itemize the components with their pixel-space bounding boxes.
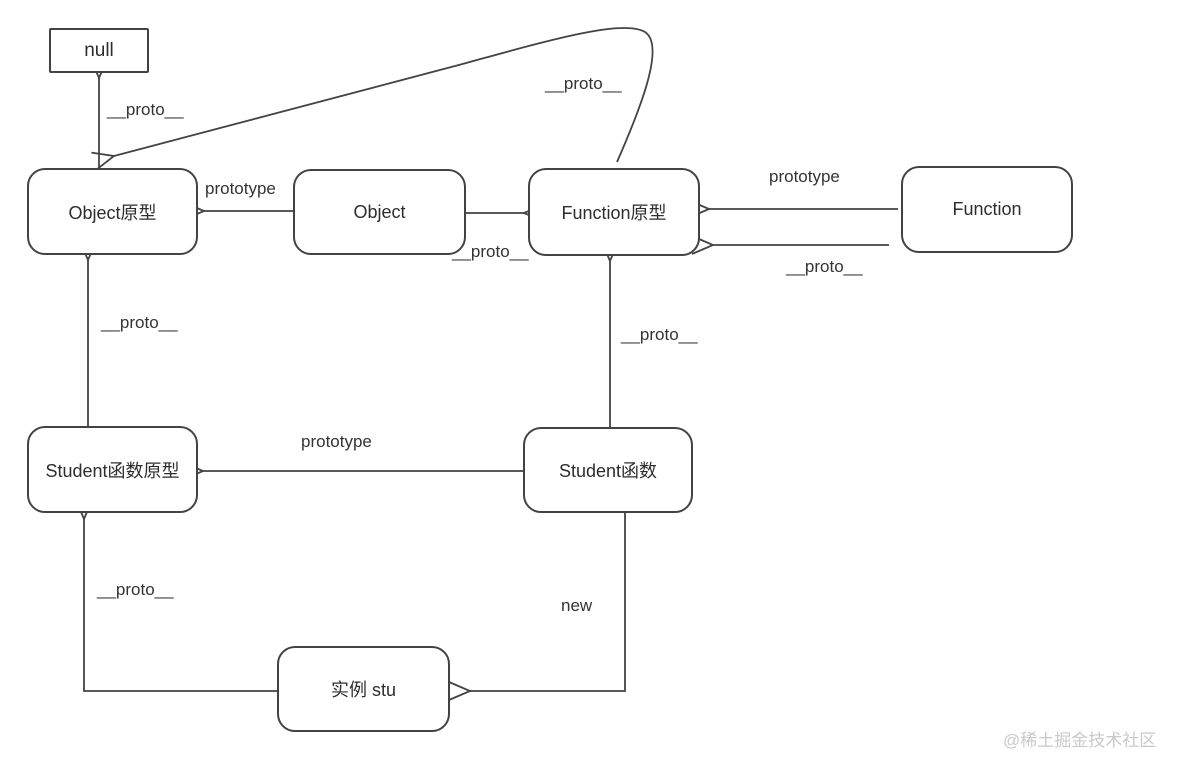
edge-label-prototype-object: prototype <box>205 179 276 198</box>
edge-function-prototype-to-object-prototype <box>114 27 654 162</box>
node-student: Student函数 <box>523 427 693 513</box>
edge-instance-to-student-prototype <box>84 519 277 692</box>
edge-label-new: new <box>561 596 593 615</box>
edge-student-new-instance <box>470 513 626 691</box>
node-object: Object <box>293 169 466 255</box>
edge-label-proto-function-functionprototype: __proto__ <box>786 257 863 276</box>
node-student-prototype: Student函数原型 <box>27 426 198 513</box>
edge-label-proto-studentprototype-objectprototype: __proto__ <box>101 313 178 332</box>
node-function: Function <box>901 166 1073 253</box>
node-instance-stu: 实例 stu <box>277 646 450 732</box>
edge-label-proto-student-functionprototype: __proto__ <box>621 325 698 344</box>
watermark: @稀土掘金技术社区 <box>1003 731 1157 750</box>
edge-label-prototype-function: prototype <box>769 167 840 186</box>
node-function-prototype: Function原型 <box>528 168 700 256</box>
node-null: null <box>49 28 149 73</box>
edge-label-proto-functionprototype-objectprototype: __proto__ <box>545 74 622 93</box>
edge-label-proto-objectprototype-null: __proto__ <box>107 100 184 119</box>
edge-label-prototype-student: prototype <box>301 432 372 451</box>
edge-label-proto-object-functionprototype: __proto__ <box>452 242 529 261</box>
edge-label-proto-instance-studentprototype: __proto__ <box>97 580 174 599</box>
node-object-prototype: Object原型 <box>27 168 198 255</box>
